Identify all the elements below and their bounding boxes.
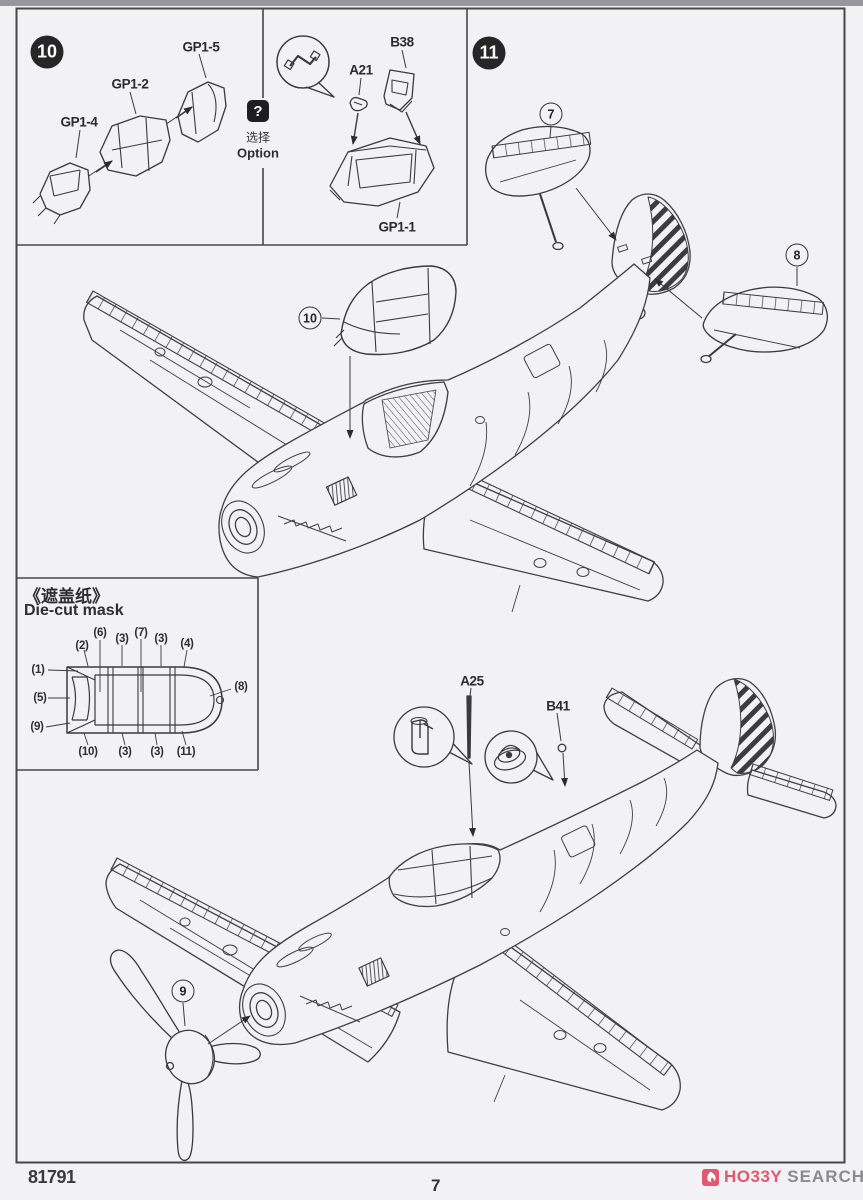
callout-10-canopy: 10 <box>298 306 322 330</box>
mask-callout-8: (8) <box>234 681 248 693</box>
propeller-part-drawing <box>109 949 261 1161</box>
mask-callout-6: (6) <box>93 627 107 639</box>
mask-callout-11: (11) <box>176 746 196 758</box>
antenna-fastener-details <box>393 687 569 837</box>
option-question-mark: ? <box>253 102 263 120</box>
part-label-gp1-5: GP1-5 <box>182 39 220 55</box>
page-frame <box>15 7 846 1164</box>
kit-number: 81791 <box>28 1167 76 1187</box>
aircraft-final-drawing <box>105 677 837 1111</box>
stabilizer-right-part-drawing <box>654 267 829 364</box>
callout-9-number: 9 <box>179 984 187 998</box>
brand-text-search: SEARCH <box>787 1167 863 1186</box>
mask-callout-9: (9) <box>30 721 44 733</box>
mask-box-title-chinese: 《遮盖纸》 <box>24 587 109 606</box>
part-label-gp1-1: GP1-1 <box>378 219 416 235</box>
mask-callout-3c: (3) <box>118 746 132 758</box>
scan-edge <box>0 0 863 6</box>
step-11-number: 11 <box>479 42 499 63</box>
mask-callout-3a: (3) <box>115 633 129 645</box>
canopy-part-drawing <box>321 265 457 439</box>
die-cut-mask-diagram <box>45 639 232 746</box>
mask-callout-4: (4) <box>180 638 194 650</box>
callout-8-number: 8 <box>793 248 801 262</box>
mask-callout-1: (1) <box>31 664 45 676</box>
callout-7-left-stabilizer: 7 <box>539 102 563 126</box>
mask-callout-3b: (3) <box>154 633 168 645</box>
part-label-a25: A25 <box>460 673 484 689</box>
callout-10-number: 10 <box>303 311 317 325</box>
part-label-gp1-2: GP1-2 <box>111 76 149 92</box>
step10-canopy-parts-drawing <box>32 53 227 225</box>
windscreen-option-drawing <box>276 35 435 219</box>
part-label-b41: B41 <box>546 698 570 714</box>
mask-box-title-english: Die-cut mask <box>24 602 124 619</box>
option-label-chinese: 选择 <box>245 130 271 145</box>
hobby-search-watermark: HO33Y SEARCH <box>702 1167 863 1187</box>
mask-callout-3d: (3) <box>150 746 164 758</box>
page-number: 7 <box>431 1176 441 1195</box>
mask-callout-5: (5) <box>33 692 47 704</box>
callout-9-propeller: 9 <box>171 979 195 1003</box>
step-11-badge: 11 <box>472 36 506 70</box>
mask-callout-10: (10) <box>78 746 98 758</box>
part-label-b38: B38 <box>390 34 414 50</box>
option-label-english: Option <box>237 145 279 161</box>
callout-8-right-stabilizer: 8 <box>785 243 809 267</box>
mask-callout-7: (7) <box>134 627 148 639</box>
aircraft-step11-drawing <box>83 193 691 613</box>
stabilizer-left-part-drawing <box>485 125 617 251</box>
step-10-badge: 10 <box>30 35 64 69</box>
part-label-a21: A21 <box>349 62 373 78</box>
mask-callout-2: (2) <box>75 640 89 652</box>
flame-icon <box>702 1168 719 1186</box>
brand-text-hobby: HO33Y <box>724 1167 783 1186</box>
part-label-gp1-4: GP1-4 <box>60 114 98 130</box>
callout-7-number: 7 <box>547 107 555 121</box>
step-10-number: 10 <box>36 41 58 62</box>
option-question-icon: ? <box>247 100 269 122</box>
